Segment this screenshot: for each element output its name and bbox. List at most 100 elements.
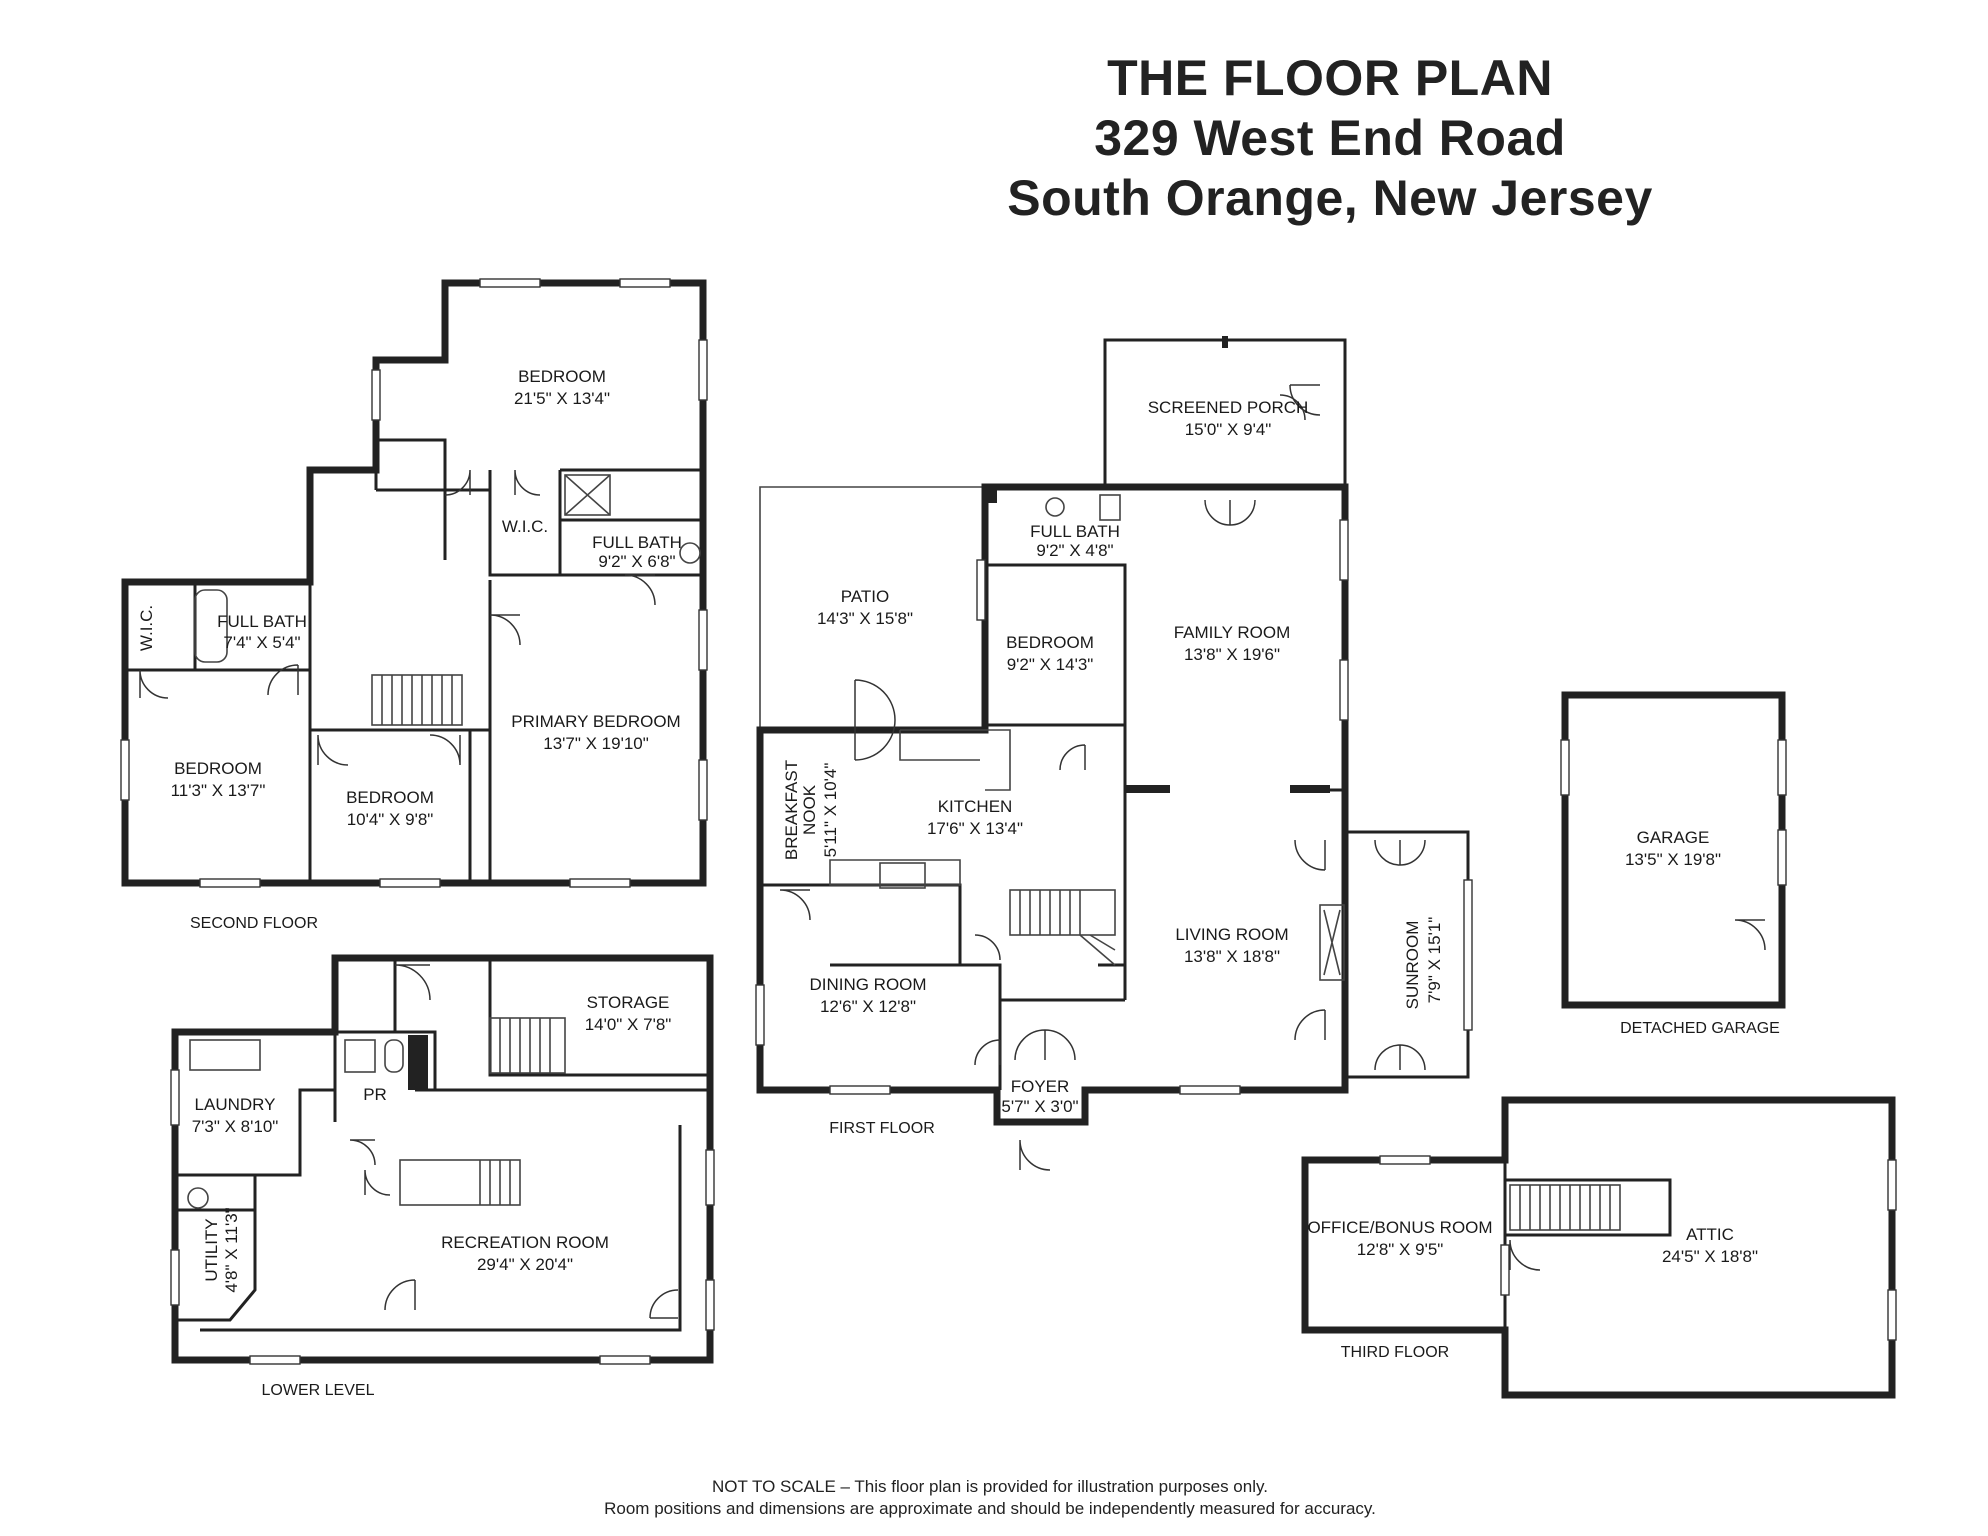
door-swing-4	[139, 669, 169, 699]
door-swing-3	[624, 574, 656, 606]
toilet-first	[1099, 494, 1121, 521]
room-dims: 7'3" X 8'10"	[192, 1117, 279, 1136]
floor-label: LOWER LEVEL	[262, 1382, 375, 1399]
room-name: LAUNDRY	[195, 1095, 276, 1114]
floor-label: FIRST FLOOR	[829, 1120, 935, 1137]
room-name: W.I.C.	[502, 517, 548, 536]
chimney-block	[408, 1035, 428, 1090]
door-swing-23	[974, 1039, 1001, 1066]
room-dims: 13'8" X 18'8"	[1184, 947, 1280, 966]
room-dims: 10'4" X 9'8"	[347, 810, 434, 829]
lower-level-interior-walls	[175, 958, 710, 1332]
room-name: BEDROOM	[1006, 633, 1094, 652]
room-dims: 14'3" X 15'8"	[817, 609, 913, 628]
door-swing-13	[649, 1289, 679, 1319]
disclaimer: NOT TO SCALE – This floor plan is provid…	[440, 1476, 1540, 1520]
door-swing-2	[514, 469, 541, 496]
room-dims: 9'2" X 14'3"	[1007, 655, 1094, 674]
room-dims: 9'2" X 4'8"	[1036, 541, 1113, 560]
room-name: OFFICE/BONUS ROOM	[1307, 1218, 1492, 1237]
room-name: FOYER	[1011, 1077, 1070, 1096]
door-swing-7	[429, 734, 461, 766]
bathtub	[194, 589, 228, 663]
floor-label: DETACHED GARAGE	[1620, 1020, 1780, 1037]
door-swing-25	[1019, 1139, 1051, 1171]
room-dims: 7'4" X 5'4"	[223, 633, 300, 652]
room-name: STORAGE	[587, 993, 670, 1012]
room-dims: 13'8" X 19'6"	[1184, 645, 1280, 664]
address-street: 329 West End Road	[1094, 110, 1566, 166]
disclaimer-line-2: Room positions and dimensions are approx…	[604, 1499, 1376, 1518]
door-swing-14	[1289, 384, 1321, 416]
door-swing-9	[394, 964, 431, 1001]
room-dims: 21'5" X 13'4"	[514, 389, 610, 408]
toilet	[679, 542, 701, 564]
floor-label: THIRD FLOOR	[1341, 1344, 1449, 1361]
room-name: PRIMARY BEDROOM	[511, 712, 680, 731]
door-swing-27	[1374, 1044, 1426, 1071]
address-city: South Orange, New Jersey	[1007, 170, 1653, 226]
room-name: BEDROOM	[174, 759, 262, 778]
door-swing-11	[364, 1169, 391, 1196]
room-dims: 9'2" X 6'8"	[598, 552, 675, 571]
room-name: DINING ROOM	[809, 975, 926, 994]
laundry-appliances	[189, 1039, 261, 1071]
door-swing-8	[489, 614, 521, 646]
door-swing-12	[384, 1279, 416, 1311]
kitchen-range	[879, 862, 926, 889]
room-name: FULL BATH	[592, 533, 682, 552]
door-swing-10	[349, 1139, 376, 1166]
door-swing-1	[444, 469, 471, 496]
plan-title: THE FLOOR PLAN	[1107, 50, 1553, 106]
room-name: FULL BATH	[1030, 522, 1120, 541]
room-name: PATIO	[841, 587, 890, 606]
door-swing-28	[1734, 919, 1766, 951]
floor-label: SECOND FLOOR	[190, 915, 318, 932]
first-floor-stairs	[1009, 889, 1116, 966]
pr-toilet	[384, 1039, 404, 1073]
room-dims: 17'6" X 13'4"	[927, 819, 1023, 838]
second-floor-outline	[121, 279, 707, 887]
door-swing-15	[1279, 394, 1306, 421]
room-name: W.I.C.	[137, 605, 156, 651]
room-dims: 5'11" X 10'4"	[821, 763, 840, 858]
door-swing-6	[317, 734, 349, 766]
utility-meter	[187, 1187, 209, 1209]
third-floor-stairs	[1509, 1184, 1621, 1231]
lower-level-plan: STORAGE 14'0" X 7'8" LAUNDRY 7'3" X 8'10…	[170, 954, 715, 1399]
room-dims: 13'5" X 19'8"	[1625, 850, 1721, 869]
first-floor-outline	[756, 483, 1349, 1126]
door-swing-17	[854, 679, 896, 761]
third-floor-plan: OFFICE/BONUS ROOM 12'8" X 9'5" ATTIC 24'…	[1301, 1096, 1897, 1399]
room-dims: 11'3" X 13'7"	[171, 781, 266, 800]
first-floor-plan: SCREENED PORCH 15'0" X 9'4" PATIO 14'3" …	[755, 336, 1473, 1171]
room-name: FAMILY ROOM	[1174, 623, 1291, 642]
room-name: SUNROOM	[1403, 921, 1422, 1010]
shower	[564, 474, 611, 516]
room-name: PR	[363, 1085, 387, 1104]
room-name: LIVING ROOM	[1175, 925, 1288, 944]
room-name: UTILITY	[202, 1218, 221, 1281]
fireplace	[1319, 904, 1345, 981]
room-name: FULL BATH	[217, 612, 307, 631]
room-dims: 29'4" X 20'4"	[477, 1255, 573, 1274]
room-name: NOOK	[800, 784, 819, 835]
room-dims: 24'5" X 18'8"	[1662, 1247, 1758, 1266]
room-dims: 12'6" X 12'8"	[820, 997, 916, 1016]
pr-vanity	[344, 1039, 376, 1073]
sink	[1045, 497, 1065, 517]
disclaimer-line-1: NOT TO SCALE – This floor plan is provid…	[712, 1477, 1268, 1496]
room-name: ATTIC	[1686, 1225, 1734, 1244]
room-dims: 13'7" X 19'10"	[543, 734, 649, 753]
room-dims: 12'8" X 9'5"	[1357, 1240, 1444, 1259]
door-swing-22	[974, 934, 1001, 961]
room-dims: 14'0" X 7'8"	[585, 1015, 672, 1034]
second-floor-plan: BEDROOM 21'5" X 13'4" W.I.C. FULL BATH 9…	[120, 278, 708, 932]
door-swing-5	[267, 664, 299, 696]
room-dims: 15'0" X 9'4"	[1185, 420, 1272, 439]
door-swing-21	[779, 889, 811, 921]
second-floor-stairs	[371, 674, 463, 726]
door-swing-19	[1294, 839, 1326, 871]
patio-outline	[759, 486, 985, 730]
